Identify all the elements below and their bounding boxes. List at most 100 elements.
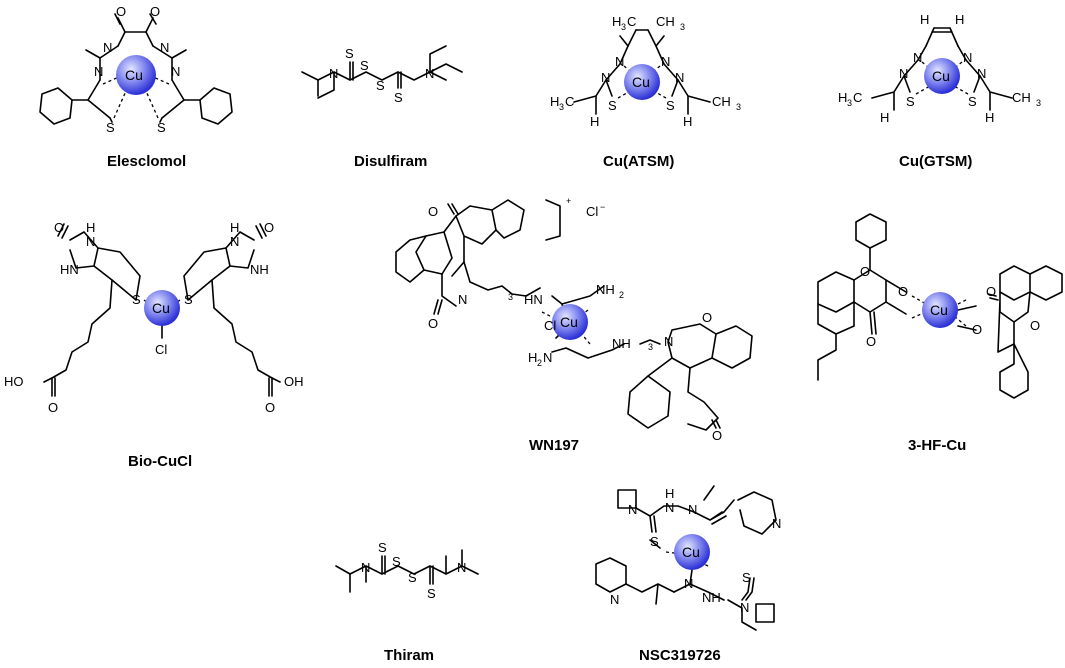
atom-h3c: H	[612, 14, 621, 29]
cu-atsm-structure: Cu H 3 C CH 3 N N N N S S H 3 C CH 3 H H…	[550, 14, 741, 170]
minus-sign: −	[600, 202, 605, 212]
atom-h: H	[985, 110, 994, 125]
atom-o: O	[712, 428, 722, 443]
atom-c: C	[565, 94, 574, 109]
cu-label: Cu	[932, 68, 950, 84]
compound-name-wn197: WN197	[529, 437, 579, 454]
atom-o: O	[986, 284, 996, 299]
compound-name-elesclomol: Elesclomol	[107, 153, 186, 170]
atom-n: N	[675, 70, 684, 85]
atom-h: H	[665, 486, 674, 501]
atom-n: N	[230, 234, 239, 249]
cu-sphere	[552, 304, 588, 340]
atom-h3c: H	[550, 94, 559, 109]
atom-s: S	[427, 586, 436, 601]
atom-n: N	[913, 50, 922, 65]
atom-s: S	[392, 554, 401, 569]
atom-o: O	[1030, 318, 1040, 333]
compound-name-nsc319726: NSC319726	[639, 647, 721, 664]
atom-n: N	[740, 600, 749, 615]
atom-n: N	[329, 66, 338, 81]
atom-n: N	[688, 502, 697, 517]
cu-sphere	[624, 64, 660, 100]
cu-sphere	[922, 292, 958, 328]
atom-o: O	[898, 284, 908, 299]
thiram-structure: S S S S N N Thiram	[335, 540, 479, 664]
atom-s: S	[106, 120, 115, 135]
cu-sphere	[144, 290, 180, 326]
atom-s: S	[650, 534, 659, 549]
atom-n: N	[361, 560, 370, 575]
atom-nh: NH	[250, 262, 269, 277]
atom-s: S	[666, 98, 675, 113]
atom-s: S	[157, 120, 166, 135]
sub-3: 3	[648, 342, 653, 352]
atom-n: N	[601, 70, 610, 85]
atom-n: N	[615, 54, 624, 69]
atom-n: N	[665, 500, 674, 515]
atom-nh2: NH	[596, 282, 615, 297]
cu-label: Cu	[930, 302, 948, 318]
atom-o: O	[265, 400, 275, 415]
atom-o: O	[866, 334, 876, 349]
atom-n: N	[103, 40, 112, 55]
atom-s: S	[345, 46, 354, 61]
atom-oh: OH	[284, 374, 304, 389]
atom-n: N	[458, 292, 467, 307]
atom-o: O	[972, 322, 982, 337]
sub-2: 2	[619, 290, 624, 300]
atom-n: N	[963, 50, 972, 65]
sub-3: 3	[508, 292, 513, 302]
cu-sphere	[924, 58, 960, 94]
atom-s: S	[394, 90, 403, 105]
bio-cucl-structure: Cu O O H N H N HN NH S S Cl HO O OH O Bi…	[4, 220, 304, 470]
atom-o: O	[428, 316, 438, 331]
cu-gtsm-structure: Cu H H N N N N S S H 3 C CH 3 H H Cu(GTS…	[838, 12, 1041, 170]
sub-3: 3	[1036, 98, 1041, 108]
atom-n: N	[457, 560, 466, 575]
atom-n: N	[160, 40, 169, 55]
atom-s: S	[968, 94, 977, 109]
atom-n: N	[664, 334, 673, 349]
compound-name-cu-gtsm: Cu(GTSM)	[899, 153, 972, 170]
atom-h: H	[683, 114, 692, 129]
atom-s: S	[132, 292, 141, 307]
cu-sphere	[674, 534, 710, 570]
sub-3: 3	[680, 22, 685, 32]
atom-s: S	[742, 570, 751, 585]
atom-hn: HN	[60, 262, 79, 277]
atom-s: S	[184, 292, 193, 307]
compound-name-bio-cucl: Bio-CuCl	[128, 453, 192, 470]
atom-s: S	[376, 78, 385, 93]
atom-o: O	[150, 4, 160, 19]
disulfiram-structure: S S S S N N Disulfiram	[301, 45, 463, 170]
atom-o: O	[264, 220, 274, 235]
sub-3: 3	[847, 98, 852, 108]
atom-cl-minus: Cl	[586, 204, 598, 219]
atom-nh: NH	[702, 590, 721, 605]
atom-ch3: CH	[1012, 90, 1031, 105]
compound-name-cu-atsm: Cu(ATSM)	[603, 153, 674, 170]
cu-sphere	[116, 55, 156, 95]
compound-name-3-hf-cu: 3-HF-Cu	[908, 437, 966, 454]
atom-ch3: CH	[656, 14, 675, 29]
atom-o: O	[702, 310, 712, 325]
atom-nh: NH	[612, 336, 631, 351]
atom-n: N	[94, 64, 103, 79]
nsc319726-structure: Cu N H N N N S S N N NH N NSC319726	[595, 485, 781, 664]
atom-o: O	[54, 220, 64, 235]
atom-n: N	[543, 350, 552, 365]
atom-s: S	[408, 570, 417, 585]
3-hf-cu-structure: Cu O O O O O O 3-HF-Cu	[817, 213, 1063, 454]
cu-label: Cu	[560, 314, 578, 330]
atom-n: N	[684, 576, 693, 591]
atom-n: N	[628, 502, 637, 517]
elesclomol-structure: Cu O O N N N N S S Elesclomol	[39, 4, 233, 170]
atom-cl: Cl	[544, 318, 556, 333]
atom-h3c: H	[838, 90, 847, 105]
sub-3: 3	[736, 102, 741, 112]
atom-n: N	[425, 66, 434, 81]
atom-c: C	[853, 90, 862, 105]
